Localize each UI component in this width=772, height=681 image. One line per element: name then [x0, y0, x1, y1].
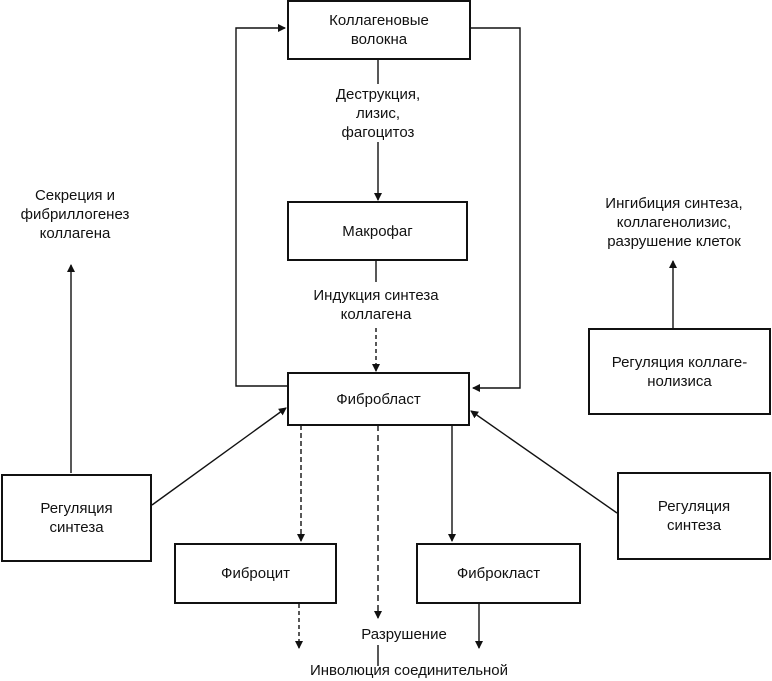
- arrow-regulation-right-to-fibroblast: [470, 410, 618, 514]
- label-destruction-lysis-phagocytosis: Деструкция, лизис, фагоцитоз: [303, 85, 453, 142]
- node-macrophage: Макрофаг: [287, 201, 468, 261]
- node-fibroblast: Фибробласт: [287, 372, 470, 426]
- node-fibrocyte: Фиброцит: [174, 543, 337, 604]
- arrow-collagen-to-fibroblast-right: [470, 27, 521, 392]
- node-fibroclast: Фиброкласт: [416, 543, 581, 604]
- label-involution: Инволюция соединительной: [309, 662, 509, 679]
- label-induction-of-collagen-synthesis: Индукция синтеза коллагена: [291, 286, 461, 324]
- label-secretion-fibrillogenesis: Секреция и фибриллогенез коллагена: [20, 187, 130, 242]
- arrow-fibroblast-to-collagen-left: [235, 24, 287, 387]
- label-inhibition-of-synthesis: Ингибиция синтеза, коллагенолизис, разру…: [605, 195, 743, 250]
- arrow-regulation-left-to-fibroblast: [151, 407, 287, 506]
- node-collagen-fibers: Коллагеновые волокна: [287, 0, 471, 60]
- node-regulation-synthesis-right: Регуляция синтеза: [617, 472, 771, 560]
- node-regulation-collagenolysis: Регуляция коллаге- нолизиса: [588, 328, 771, 415]
- node-regulation-synthesis-left: Регуляция синтеза: [1, 474, 152, 562]
- label-destruction: Разрушение: [341, 625, 467, 644]
